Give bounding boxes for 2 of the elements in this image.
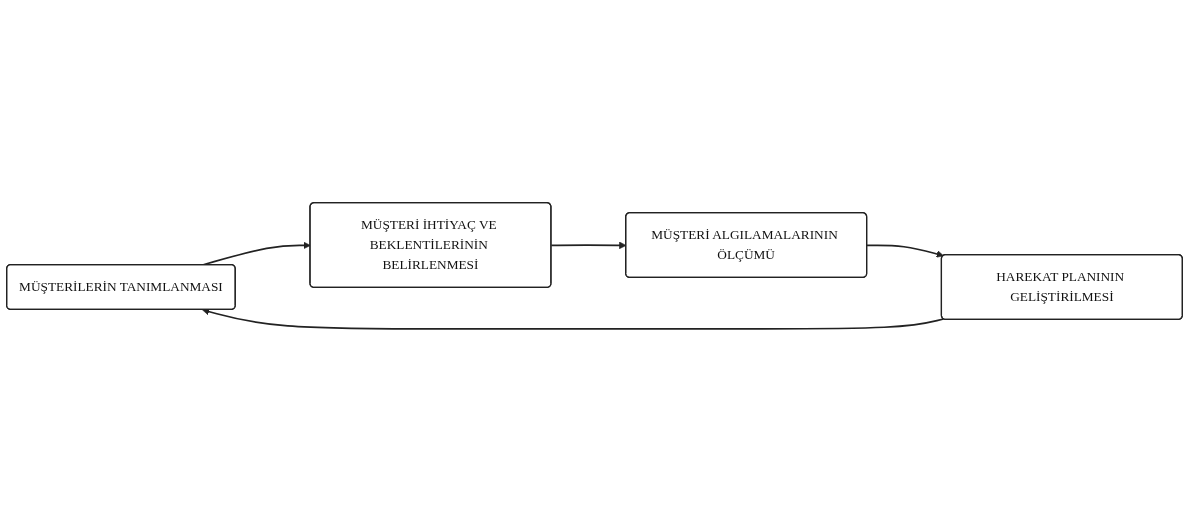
- arrow: [866, 244, 944, 258]
- arrow: [202, 308, 945, 330]
